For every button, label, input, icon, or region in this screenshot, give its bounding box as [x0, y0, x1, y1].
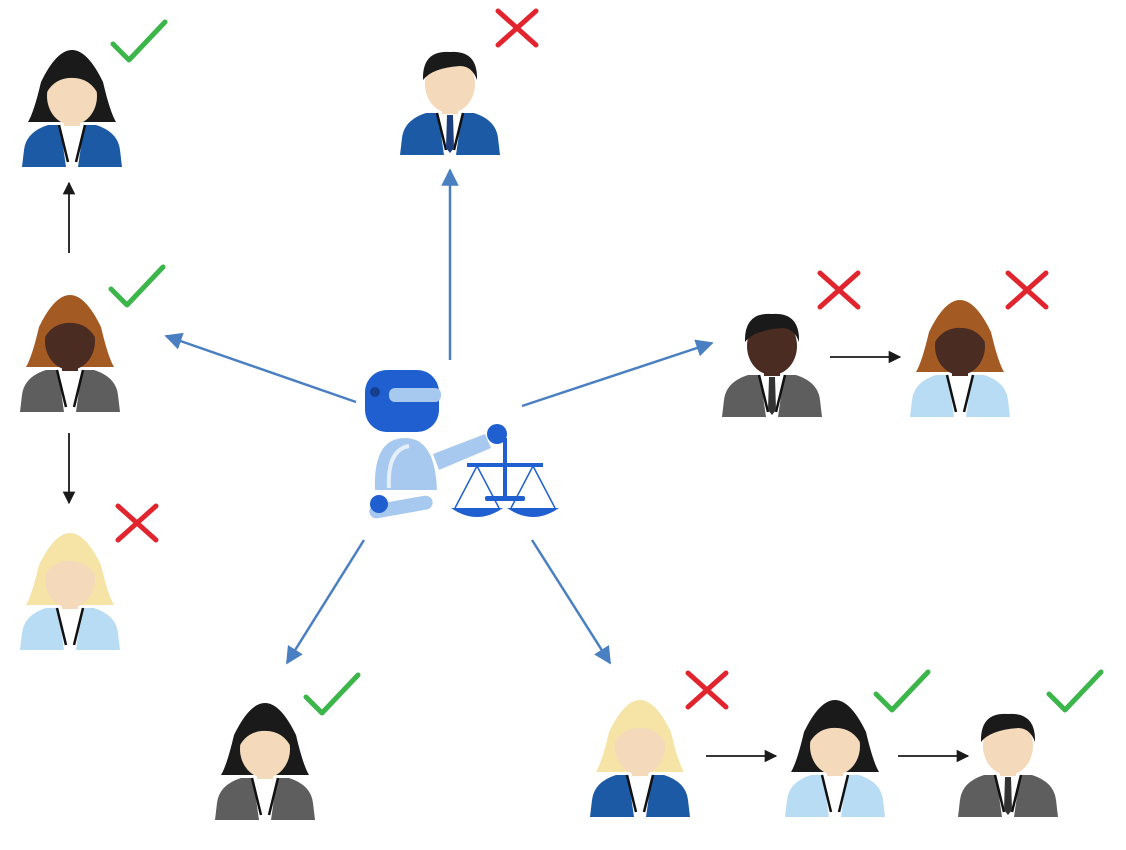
hair-top	[744, 313, 800, 342]
check-icon	[108, 264, 166, 308]
robot-lower-hand	[370, 495, 388, 513]
arrow-robot-to-p2	[164, 332, 357, 404]
hair-top	[808, 713, 862, 746]
check-icon	[873, 669, 931, 713]
face	[810, 717, 860, 775]
scale-base	[485, 496, 525, 501]
person-icon	[22, 50, 122, 167]
lapels	[945, 374, 975, 413]
robot-arm	[433, 434, 491, 470]
person-icon	[722, 313, 822, 417]
lapels	[55, 369, 85, 408]
robot-judge-icon	[365, 370, 559, 519]
face	[935, 317, 985, 375]
tie	[1004, 777, 1012, 815]
hair-top	[613, 713, 667, 746]
lapels	[57, 124, 87, 163]
scale-pan-left	[451, 508, 503, 517]
lapels	[820, 774, 850, 813]
robot-torso-shine	[386, 444, 410, 489]
robot-scroll	[369, 495, 433, 519]
person-p8	[590, 670, 729, 817]
face	[45, 312, 95, 370]
cross-icon	[685, 670, 729, 710]
lapels	[435, 112, 465, 151]
tie	[446, 115, 454, 153]
person-icon	[590, 700, 690, 817]
scale-beam	[467, 463, 543, 467]
tie	[768, 377, 776, 415]
person-p9	[785, 669, 931, 817]
people-layer	[20, 8, 1104, 820]
person-p1	[22, 19, 168, 167]
robot-visor	[389, 388, 441, 402]
person-p3	[20, 503, 159, 650]
hair-top	[43, 546, 97, 579]
person-icon	[20, 295, 120, 412]
cross-icon	[1005, 270, 1049, 310]
lapels	[757, 374, 787, 413]
face	[615, 717, 665, 775]
robot-ear	[370, 387, 380, 397]
person-icon	[785, 700, 885, 817]
arrow-robot-to-p8	[530, 539, 612, 665]
scale-pan-right	[507, 508, 559, 517]
face	[47, 67, 97, 125]
cross-icon	[495, 8, 539, 48]
person-p2	[20, 264, 166, 412]
lapels	[625, 774, 655, 813]
robot-hand	[487, 424, 507, 444]
arrows-layer	[62, 168, 970, 763]
hair-top	[238, 716, 292, 749]
lapels	[250, 777, 280, 816]
face	[240, 720, 290, 778]
person-p7	[215, 672, 361, 820]
person-p4	[400, 8, 539, 155]
check-icon	[1046, 669, 1104, 713]
person-icon	[215, 703, 315, 820]
cross-icon	[115, 503, 159, 543]
person-p6	[910, 270, 1049, 417]
arrow-robot-to-p5	[521, 339, 714, 408]
cross-icon	[817, 270, 861, 310]
person-p10	[958, 669, 1104, 817]
lapels	[993, 774, 1023, 813]
person-icon	[958, 713, 1058, 817]
person-p5	[722, 270, 861, 417]
arrow-robot-to-p7	[285, 539, 366, 665]
person-icon	[910, 300, 1010, 417]
person-icon	[400, 51, 500, 155]
hair-top	[43, 308, 97, 341]
hair-top	[45, 63, 99, 96]
hair-top	[980, 713, 1036, 742]
hair-top	[933, 313, 987, 346]
check-icon	[110, 19, 168, 63]
scales-of-justice-icon	[451, 438, 559, 517]
lapels	[55, 607, 85, 646]
hair-top	[422, 51, 478, 80]
face	[45, 550, 95, 608]
person-icon	[20, 533, 120, 650]
check-icon	[303, 672, 361, 716]
